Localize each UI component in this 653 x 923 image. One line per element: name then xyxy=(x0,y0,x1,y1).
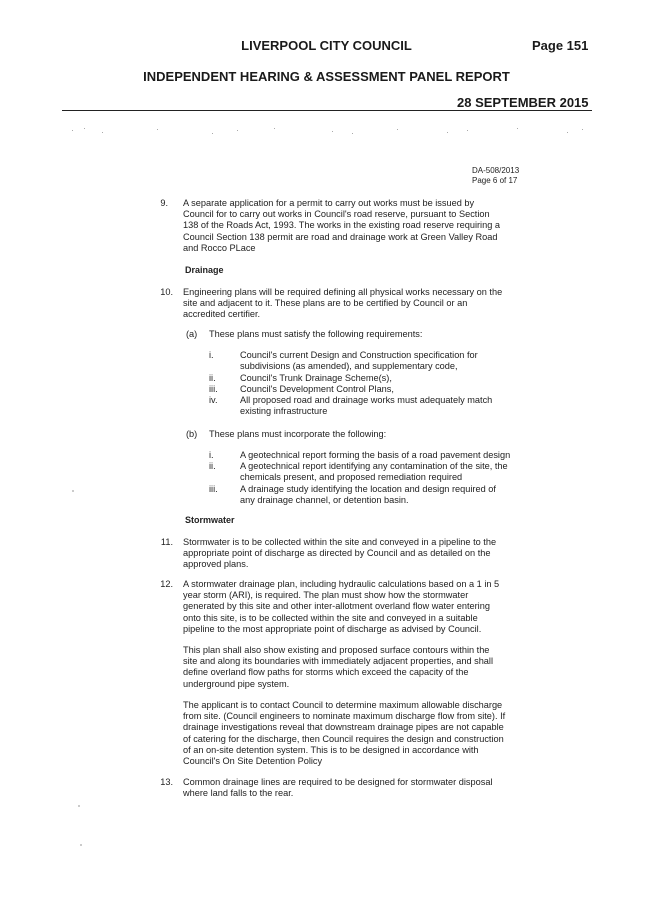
condition-9-text: A separate application for a permit to c… xyxy=(183,198,522,254)
document-reference: DA-508/2013 Page 6 of 17 xyxy=(472,166,519,186)
council-name: LIVERPOOL CITY COUNCIL xyxy=(241,38,412,53)
list-item: Council's Development Control Plans, xyxy=(240,384,522,395)
condition-11-text: Stormwater is to be collected within the… xyxy=(183,537,522,571)
list-item: Council's Trunk Drainage Scheme(s), xyxy=(240,373,522,384)
text-line: 138 of the Roads Act, 1993. The works in… xyxy=(183,220,500,231)
condition-12-paragraph-2: This plan shall also show existing and p… xyxy=(183,645,522,690)
condition-number: 12. xyxy=(160,579,173,589)
text-line: and Rocco PLace xyxy=(183,242,256,253)
roman-numeral: ii. xyxy=(209,461,216,471)
text-line: generated by this site and other inter-a… xyxy=(183,601,490,612)
text-line: Stormwater is to be collected within the… xyxy=(183,537,497,547)
text-line: Engineering plans will be required defin… xyxy=(183,287,503,297)
text-line: Council's current Design and Constructio… xyxy=(240,350,478,360)
text-line: Council for to carry out works in Counci… xyxy=(183,209,490,220)
da-number: DA-508/2013 xyxy=(472,166,520,175)
list-item: A geotechnical report forming the basis … xyxy=(240,450,522,461)
condition-number: 11. xyxy=(160,537,173,547)
text-line: A geotechnical report forming the basis … xyxy=(240,450,511,460)
condition-number: 9. xyxy=(160,198,168,208)
text-line: define overland flow paths for storms wh… xyxy=(183,667,469,678)
report-date: 28 SEPTEMBER 2015 xyxy=(457,95,589,110)
stormwater-heading: Stormwater xyxy=(185,515,235,525)
page-number: Page 151 xyxy=(532,38,589,53)
text-line: subdivisions (as amended), and supplemen… xyxy=(240,361,458,372)
text-line: from site. (Council engineers to nominat… xyxy=(183,711,506,722)
text-line: appropriate point of discharge as direct… xyxy=(183,548,491,559)
text-line: A separate application for a permit to c… xyxy=(183,198,475,208)
text-line: Council's Trunk Drainage Scheme(s), xyxy=(240,373,392,383)
drainage-heading: Drainage xyxy=(185,265,224,275)
text-line: year storm (ARI), is required. The plan … xyxy=(183,590,469,601)
condition-10-text: Engineering plans will be required defin… xyxy=(183,287,522,321)
header-rule xyxy=(62,110,592,111)
text-line: site and along its boundaries with immed… xyxy=(183,656,494,667)
text-line: any drainage channel, or detention basin… xyxy=(240,495,409,506)
condition-number: 10. xyxy=(160,287,173,297)
text-line: underground pipe system. xyxy=(183,678,290,689)
roman-numeral: i. xyxy=(209,350,214,360)
text-line: This plan shall also show existing and p… xyxy=(183,645,490,655)
roman-numeral: iv. xyxy=(209,395,218,405)
text-line: Council's Development Control Plans, xyxy=(240,384,394,394)
roman-numeral: iii. xyxy=(209,384,218,394)
text-line: All proposed road and drainage works mus… xyxy=(240,395,493,405)
text-line: Council's On Site Detention Policy xyxy=(183,756,323,767)
text-line: A drainage study identifying the locatio… xyxy=(240,484,496,494)
roman-numeral: i. xyxy=(209,450,214,460)
text-line: of an on-site detention system. This is … xyxy=(183,744,479,755)
condition-number: 13. xyxy=(160,777,173,787)
text-line: A stormwater drainage plan, including hy… xyxy=(183,579,500,589)
list-item: All proposed road and drainage works mus… xyxy=(240,395,522,417)
text-line: Common drainage lines are required to be… xyxy=(183,777,493,787)
roman-numeral: iii. xyxy=(209,484,218,494)
subclause-text: These plans must incorporate the followi… xyxy=(209,429,387,439)
text-line: drainage investigations reveal that down… xyxy=(183,722,504,733)
text-line: A geotechnical report identifying any co… xyxy=(240,461,508,471)
list-item: Council's current Design and Constructio… xyxy=(240,350,522,372)
text-line: pipeline to the most appropriate point o… xyxy=(183,623,482,634)
page-of: Page 6 of 17 xyxy=(472,176,518,185)
list-item: A geotechnical report identifying any co… xyxy=(240,461,522,483)
scan-speck xyxy=(80,844,82,846)
list-item: A drainage study identifying the locatio… xyxy=(240,484,522,506)
condition-12-paragraph-1: A stormwater drainage plan, including hy… xyxy=(183,579,522,635)
subclause-text: These plans must satisfy the following r… xyxy=(209,329,423,339)
text-line: approved plans. xyxy=(183,559,249,570)
text-line: The applicant is to contact Council to d… xyxy=(183,700,503,710)
subclause-label: (a) xyxy=(186,329,198,339)
text-line: of catering for the discharge, then Coun… xyxy=(183,733,504,744)
text-line: Council Section 138 permit are road and … xyxy=(183,231,498,242)
text-line: onto this site, is to be collected withi… xyxy=(183,612,478,623)
scan-speck xyxy=(72,490,74,492)
scan-speck xyxy=(78,805,80,807)
text-line: where land falls to the rear. xyxy=(183,788,294,799)
text-line: accredited certifier. xyxy=(183,309,261,320)
text-line: existing infrastructure xyxy=(240,406,328,417)
condition-13-text: Common drainage lines are required to be… xyxy=(183,777,522,799)
subclause-label: (b) xyxy=(186,429,198,439)
condition-12-paragraph-3: The applicant is to contact Council to d… xyxy=(183,700,522,767)
roman-numeral: ii. xyxy=(209,373,216,383)
scan-speckle xyxy=(62,126,592,136)
text-line: chemicals present, and proposed remediat… xyxy=(240,472,463,483)
report-title: INDEPENDENT HEARING & ASSESSMENT PANEL R… xyxy=(143,69,510,84)
text-line: site and adjacent to it. These plans are… xyxy=(183,298,468,309)
